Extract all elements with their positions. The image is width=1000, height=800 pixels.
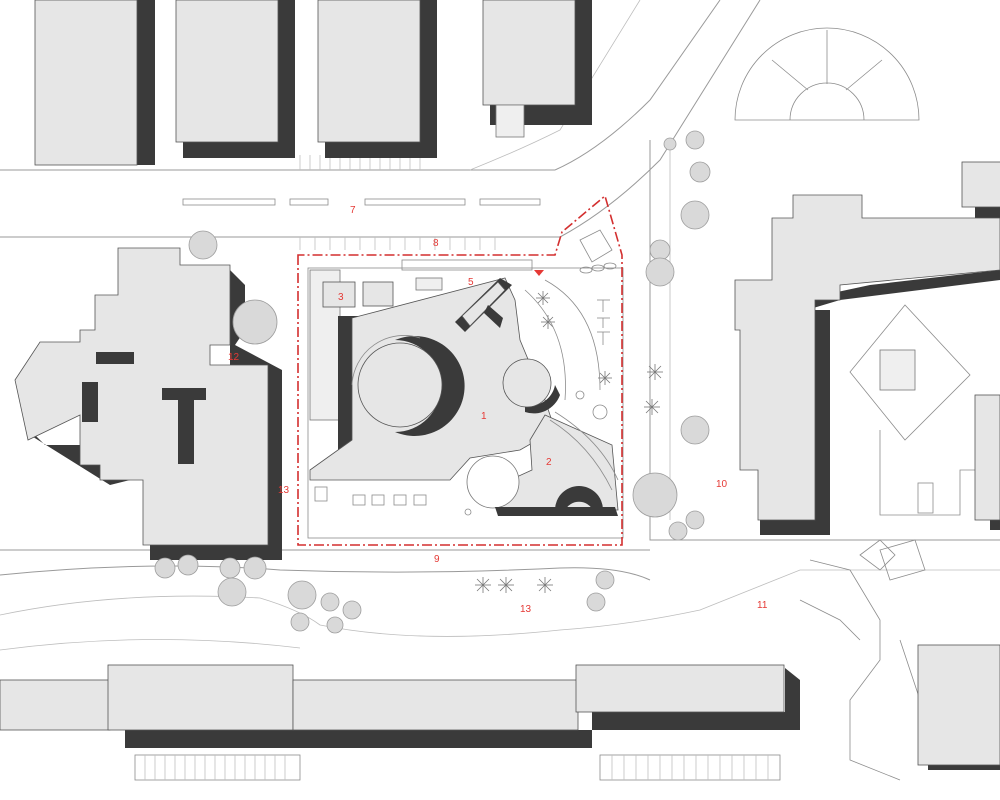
- plaza-benches: [597, 299, 610, 345]
- building-south-4: [575, 664, 785, 713]
- label-9: 9: [434, 554, 440, 565]
- road-south-curve: [0, 565, 651, 581]
- parking-hatch-north: [299, 155, 496, 250]
- parking-hatch-south: [134, 754, 781, 781]
- road-south-lower-curve: [0, 569, 1000, 637]
- plaza-curve-inner: [524, 289, 566, 401]
- semicircle-pavilion: [734, 27, 920, 121]
- entrance-marker: [534, 270, 544, 276]
- label-11: 11: [757, 600, 768, 611]
- label-1: 1: [481, 411, 487, 422]
- parking-strip-1: [182, 198, 276, 206]
- road-diagonal-inner: [469, 0, 641, 171]
- road-diagonal-west-edge: [554, 0, 721, 171]
- building-west-complex: [14, 247, 269, 546]
- parking-strip-3: [364, 198, 466, 206]
- building-east-complex: [734, 194, 1000, 521]
- building-east-tower: [961, 161, 1000, 208]
- building-north-1: [34, 0, 138, 166]
- project-site: [307, 229, 624, 539]
- road-diagonal-east-edge: [559, 0, 761, 238]
- plaza-curve-outer: [544, 279, 601, 391]
- label-12: 12: [228, 352, 240, 363]
- rooftop-box-1: [415, 277, 443, 291]
- main-drum: [357, 342, 443, 428]
- label-3: 3: [338, 292, 344, 303]
- map-labels: 1 2 3 5 7 8 9 10 11 12 13 13: [228, 205, 768, 615]
- south-buildings: [0, 644, 1000, 770]
- building-east-edge: [974, 394, 1000, 521]
- site-inner-frame: [307, 267, 624, 539]
- plaza-furniture: [314, 390, 608, 516]
- building-south-3: [292, 679, 579, 731]
- label-7: 7: [350, 205, 356, 216]
- east-south-outlines: [799, 539, 926, 781]
- site-boundary: [297, 194, 623, 546]
- building-north-3: [317, 0, 421, 143]
- palm-trees: [475, 291, 663, 593]
- east-building-complex: [734, 161, 1000, 535]
- label-8: 8: [433, 238, 439, 249]
- label-13-south: 13: [520, 604, 532, 615]
- label-2: 2: [546, 457, 552, 468]
- trees: [154, 130, 711, 634]
- rooftop-box-2: [362, 281, 394, 307]
- road-south-lower-edge: [0, 639, 301, 651]
- building-north-4: [482, 0, 576, 106]
- building-south-east: [917, 644, 1000, 766]
- label-13-west: 13: [278, 485, 290, 496]
- diagonal-blade: [461, 281, 506, 327]
- building-south-1: [0, 679, 111, 731]
- rooftop-box-3: [322, 281, 356, 308]
- label-10: 10: [716, 479, 728, 490]
- building-north-4-annex: [495, 104, 525, 138]
- label-5: 5: [468, 277, 474, 288]
- building-south-2: [107, 664, 294, 731]
- round-tower: [502, 358, 552, 408]
- building-north-2: [175, 0, 279, 143]
- north-buildings: [34, 0, 592, 166]
- west-building-complex: [14, 247, 282, 560]
- parking-strip-2: [289, 198, 329, 206]
- parking-strip-4: [479, 198, 541, 206]
- ne-steps: [579, 262, 617, 274]
